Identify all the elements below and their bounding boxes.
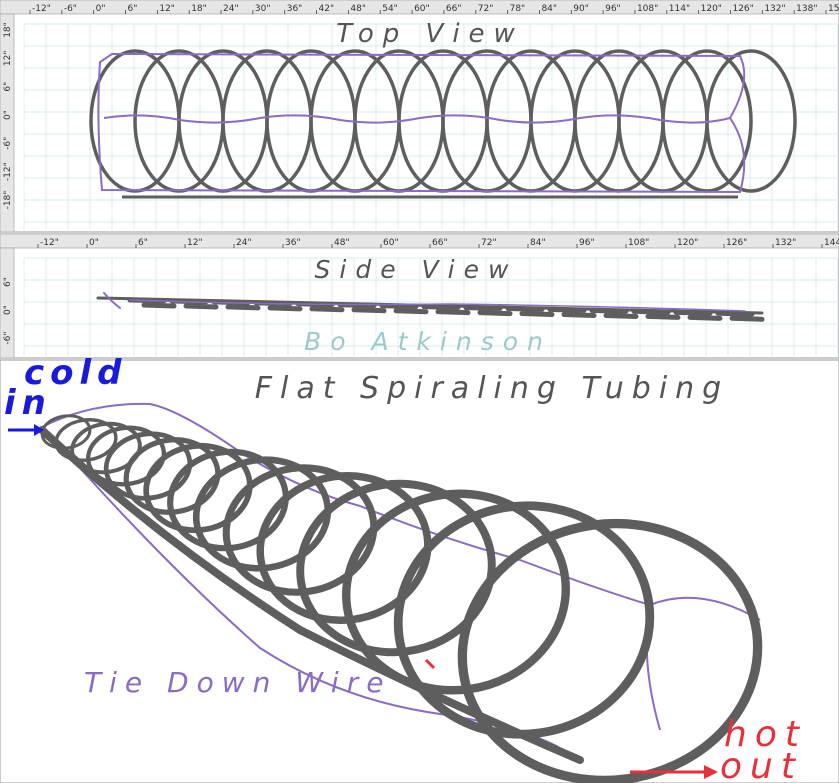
ruler-tick-label: 72" (481, 238, 497, 248)
out-label: out (720, 746, 803, 783)
coil-loop (256, 471, 432, 625)
ruler-tick-label: 114" (669, 4, 690, 14)
ruler-tick-label: 6" (3, 82, 13, 92)
author-name: Bo Atkinson (304, 327, 552, 356)
ruler-tick-label: 120" (677, 238, 698, 248)
ruler-tick-label: 6" (128, 4, 138, 14)
side-view-ruler-v (0, 247, 15, 359)
ruler-tick-label: 60" (414, 4, 430, 14)
ruler-tick-label: 36" (287, 4, 303, 14)
ruler-tick-label: 138" (796, 4, 817, 14)
coil-loop (143, 442, 253, 534)
side-view-ruler-v-labels: 6" 0" -6" (3, 277, 13, 345)
ruler-tick-label: 60" (383, 238, 399, 248)
ruler-tick-label: -12" (32, 4, 51, 14)
ruler-tick-label: -6" (3, 137, 13, 150)
ruler-tick-label: 120" (701, 4, 722, 14)
tube-bottom-rail (38, 426, 584, 764)
tie-down-wire-label: Tie Down Wire (84, 666, 391, 699)
coil-loop (85, 425, 167, 487)
coil-loop (222, 464, 378, 596)
ruler-tick-label: 132" (764, 4, 785, 14)
side-view-title: Side View (315, 255, 518, 284)
coil-loop (296, 479, 496, 657)
perspective-title: Flat Spiraling Tubing (255, 371, 729, 406)
ruler-tick-label: 90" (573, 4, 589, 14)
coil-loop (457, 518, 763, 783)
ruler-tick-label: 54" (382, 4, 398, 14)
ruler-tick-label: 42" (319, 4, 335, 14)
ruler-tick-label: 150 (828, 4, 839, 14)
ruler-tick-label: 18" (3, 22, 13, 38)
ruler-tick-label: 24" (236, 238, 252, 248)
ruler-tick-label: 96" (579, 238, 595, 248)
ruler-tick-label: 66" (432, 238, 448, 248)
ruler-tick-label: 48" (334, 238, 350, 248)
ruler-tick-label: 18" (191, 4, 207, 14)
ruler-tick-label: 84" (541, 4, 557, 14)
coil-loop (167, 448, 289, 552)
ruler-tick-label: -12" (40, 238, 59, 248)
ruler-tick-label: 108" (637, 4, 658, 14)
ruler-tick-label: 12" (159, 4, 175, 14)
out-arrow-icon (630, 765, 718, 779)
perspective-coils (40, 414, 763, 783)
top-view-ruler-v (0, 13, 15, 233)
top-view-title: Top View (336, 19, 524, 49)
ruler-tick-label: 6" (3, 277, 13, 287)
top-view-panel: -12" -6" 0" 6" 12" 18" 24" 30" 36" 42" 48" 54" 60" 66… (0, 0, 839, 233)
hot-label: hot (724, 714, 807, 755)
ruler-tick-label: 12" (187, 238, 203, 248)
coil-loop (393, 501, 655, 739)
side-view-tube (96, 292, 765, 322)
ruler-tick-label: 78" (510, 4, 526, 14)
top-view-ruler-labels: -12" -6" 0" 6" 12" 18" 24" 30" 36" 42" 48" 54" 60" 66… (29, 4, 839, 14)
top-view-wire (97, 52, 746, 194)
wire-highlight (424, 658, 436, 670)
top-view-ruler-v-labels: 18" 12" 6" 0" -6" -12" -18" (3, 22, 13, 209)
ruler-tick-label: 36" (285, 238, 301, 248)
ruler-tick-label: -12" (3, 162, 13, 181)
ruler-tick-label: 24" (223, 4, 239, 14)
ruler-tick-label: 144" (824, 238, 839, 248)
perspective-panel: Flat Spiraling Tubing cold in Tie Down W… (0, 353, 839, 783)
coil-loop (123, 437, 221, 515)
coil-loop (192, 456, 332, 572)
ruler-tick-label: 6" (138, 238, 148, 248)
ruler-tick-label: 12" (3, 51, 13, 67)
in-label: in (4, 383, 52, 423)
ruler-tick-label: -6" (64, 4, 77, 14)
ruler-tick-label: 66" (446, 4, 462, 14)
coil-loop (103, 431, 193, 501)
ruler-tick-label: 96" (605, 4, 621, 14)
ruler-tick-label: 132" (775, 238, 796, 248)
in-arrow-icon (8, 424, 44, 436)
ruler-tick-label: 0" (3, 305, 13, 315)
ruler-tick-label: -18" (3, 191, 13, 210)
ruler-tick-label: 108" (628, 238, 649, 248)
cold-label: cold (24, 353, 128, 393)
ruler-tick-label: 84" (530, 238, 546, 248)
ruler-tick-label: 72" (478, 4, 494, 14)
ruler-tick-label: 0" (3, 110, 13, 120)
side-view-panel: -12" 0" 6" 12" 24" 36" 48" 60" 66" 72" 84" 96" 108" 1… (0, 233, 839, 359)
side-view-ruler-h (0, 233, 839, 249)
top-view-ruler-h (0, 0, 839, 15)
ruler-tick-label: 126" (726, 238, 747, 248)
side-view-ruler-labels: -12" 0" 6" 12" 24" 36" 48" 60" 66" 72" 84" 96" 108" 1… (37, 238, 839, 248)
ruler-tick-label: 126" (732, 4, 753, 14)
ruler-tick-label: 30" (255, 4, 271, 14)
ruler-tick-label: -6" (3, 331, 13, 344)
ruler-tick-label: 0" (89, 238, 99, 248)
ruler-tick-label: 48" (350, 4, 366, 14)
ruler-tick-label: 0" (96, 4, 106, 14)
